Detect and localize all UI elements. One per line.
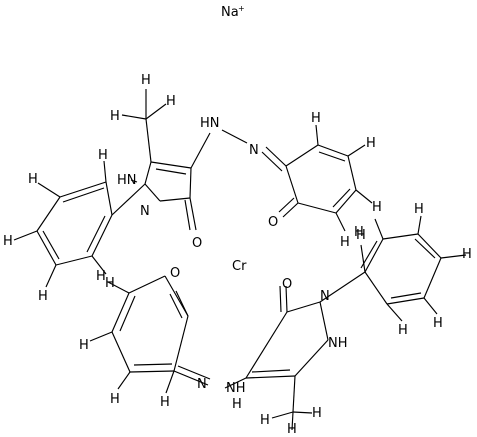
upper-quinone-h2: H (366, 136, 376, 151)
bond-lines (13, 89, 467, 431)
lower-phenyl-h6: H (354, 225, 364, 240)
lower-quinone-h4: H (160, 395, 170, 410)
upper-quinone-h3: H (372, 200, 382, 215)
upper-hydrazone-n-label: N (249, 143, 259, 158)
upper-hydrazone-nh-label: HN (200, 116, 220, 131)
lower-phenyl-h1: H (356, 228, 366, 243)
lower-quinone-h2: H (79, 338, 89, 353)
lower-hydrazone-nh-label: NH (226, 381, 246, 396)
lower-phenyl-h3: H (462, 247, 472, 262)
sodium-ion-label: Na (221, 5, 239, 20)
upper-methyl-h1: H (141, 73, 151, 88)
upper-pyrazolone-nh-label: HN (117, 173, 137, 188)
upper-quinone-h4: H (340, 235, 350, 250)
upper-pyrazolone-n-label: N (140, 204, 150, 219)
lower-phenyl-h5: H (398, 323, 408, 338)
sodium-charge-label: + (238, 4, 245, 13)
lower-quinone-h3: H (110, 392, 120, 407)
upper-pyrazolone-oxygen-label: O (192, 236, 202, 251)
upper-methyl-h2: H (110, 109, 120, 124)
lower-methyl-h1: H (260, 413, 270, 428)
lower-methyl-h2: H (287, 422, 297, 437)
lower-phenyl-h2: H (414, 202, 424, 217)
atom-labels: Na + Cr HN N HN N O O O O N NH N NH H H … (3, 4, 472, 437)
lower-quinone-oxygen-label: O (170, 266, 180, 281)
lower-pyrazolone-oxygen-label: O (282, 277, 292, 292)
lower-hydrazone-n-label: N (197, 377, 207, 392)
chromium-label: Cr (232, 259, 247, 274)
upper-quinone-h1: H (311, 111, 321, 126)
upper-phenyl-h3: H (3, 234, 13, 249)
upper-quinone-oxygen-label: O (268, 215, 278, 230)
upper-phenyl-h4: H (38, 289, 48, 304)
upper-methyl-h3: H (166, 94, 176, 109)
lower-pyrazolone-nh-label: NH (328, 336, 348, 351)
lower-hydrazone-h-label: H (232, 397, 242, 412)
upper-phenyl-h5: H (105, 276, 115, 291)
upper-phenyl-h2: H (28, 172, 38, 187)
lower-methyl-h3: H (312, 406, 322, 421)
upper-phenyl-h1: H (98, 148, 108, 163)
lower-phenyl-h4: H (433, 316, 443, 331)
lower-quinone-h1: H (96, 269, 106, 284)
lower-pyrazolone-n-label: N (320, 289, 330, 304)
